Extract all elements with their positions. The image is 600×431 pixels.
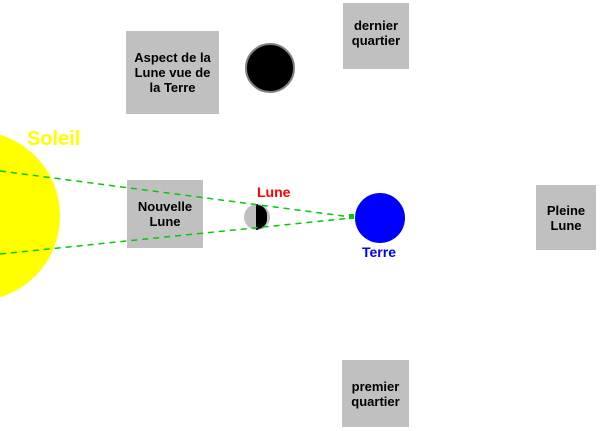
- aspect-box-line1: Aspect de la: [134, 50, 211, 65]
- moon-circle: [244, 204, 270, 230]
- earth-circle: [355, 193, 405, 243]
- aspect-box-line3: la Terre: [149, 80, 196, 95]
- dernier-quartier-line1: dernier: [353, 18, 399, 33]
- dernier-quartier-line2: quartier: [351, 33, 401, 48]
- sun-label: Soleil: [27, 128, 81, 150]
- nouvelle-lune-line1: Nouvelle: [137, 199, 193, 214]
- dernier-quartier-box: dernier quartier: [343, 3, 409, 69]
- aspect-box-line2: Lune vue de: [134, 65, 211, 80]
- moon-label: Lune: [257, 184, 291, 200]
- premier-quartier-box: premier quartier: [342, 360, 409, 427]
- ray-convergence-dot: [349, 214, 354, 219]
- pleine-lune-line2: Lune: [550, 217, 582, 233]
- moon-terminator-line: [256, 204, 258, 230]
- pleine-lune-box: Pleine Lune: [536, 185, 596, 250]
- moon-shadow-half: [257, 205, 267, 229]
- new-moon-aspect-circle: [245, 43, 295, 93]
- nouvelle-lune-box: Nouvelle Lune: [127, 180, 203, 248]
- premier-quartier-line1: premier: [351, 378, 400, 394]
- nouvelle-lune-line2: Lune: [149, 214, 181, 229]
- pleine-lune-line1: Pleine: [546, 202, 586, 218]
- earth-label: Terre: [362, 244, 396, 260]
- aspect-box: Aspect de la Lune vue de la Terre: [126, 31, 219, 114]
- sun-circle: [0, 131, 60, 301]
- premier-quartier-line2: quartier: [351, 393, 400, 409]
